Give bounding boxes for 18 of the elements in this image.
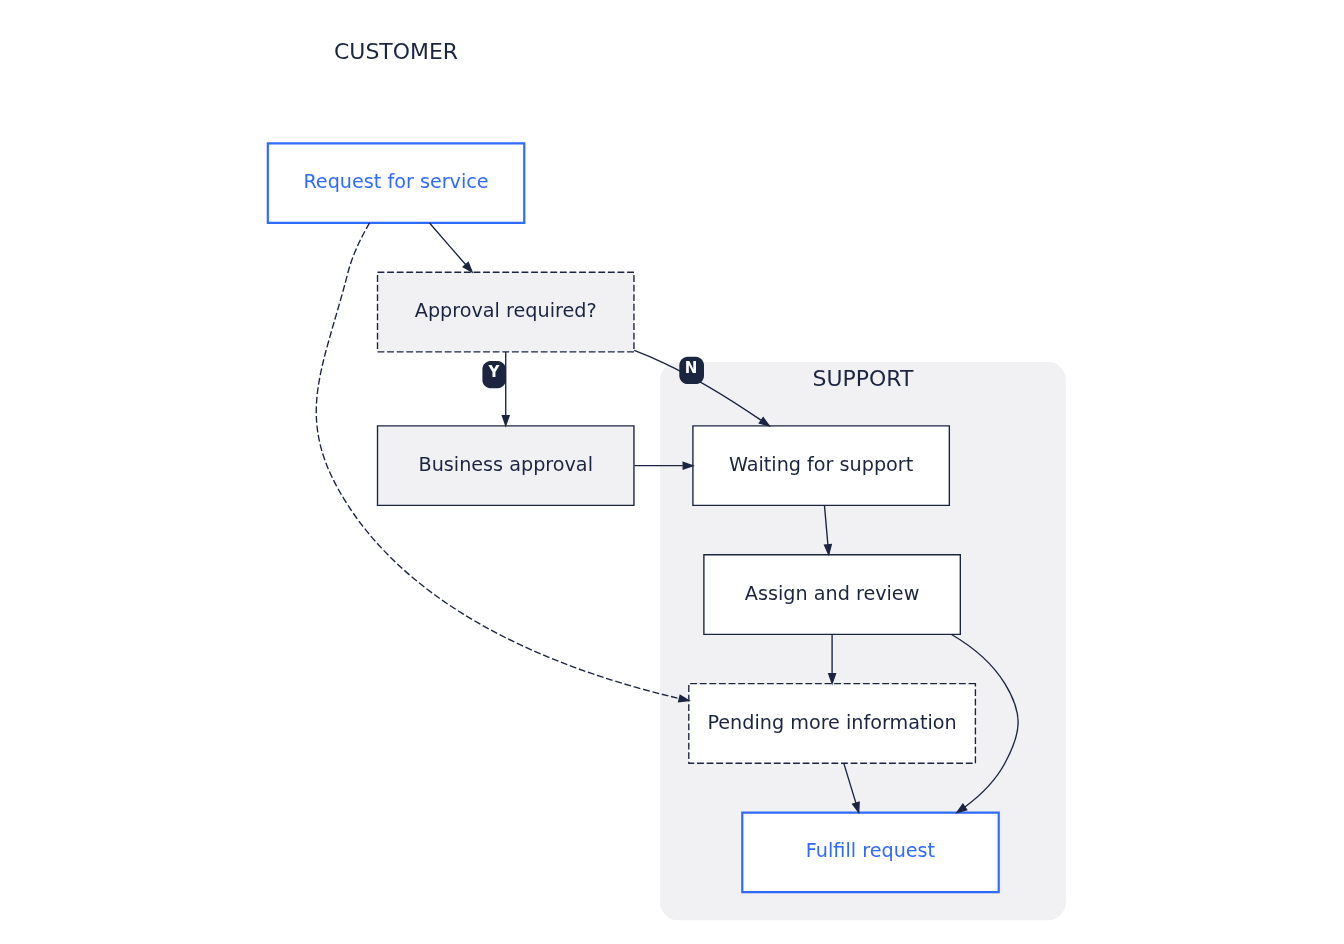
arrow xyxy=(633,349,771,427)
node-box: Pending more information xyxy=(688,682,977,764)
node-box: Assign and review xyxy=(703,553,961,635)
edge-label: N xyxy=(684,358,698,377)
arrow xyxy=(428,221,474,273)
node-box: Approval required? xyxy=(376,271,635,352)
node-box: Waiting for support xyxy=(692,424,951,506)
label: CUSTOMER xyxy=(334,38,459,64)
node-box: Fulfill request xyxy=(741,811,1000,893)
arrow xyxy=(827,633,837,685)
edge-label: Y xyxy=(488,362,500,381)
arrow xyxy=(823,504,833,556)
arrow xyxy=(843,762,860,814)
arrow xyxy=(950,633,1019,814)
node-box: Request for service xyxy=(266,141,526,224)
arrow xyxy=(633,460,695,470)
node-box: Business approval xyxy=(376,424,635,506)
arrow xyxy=(315,221,691,703)
